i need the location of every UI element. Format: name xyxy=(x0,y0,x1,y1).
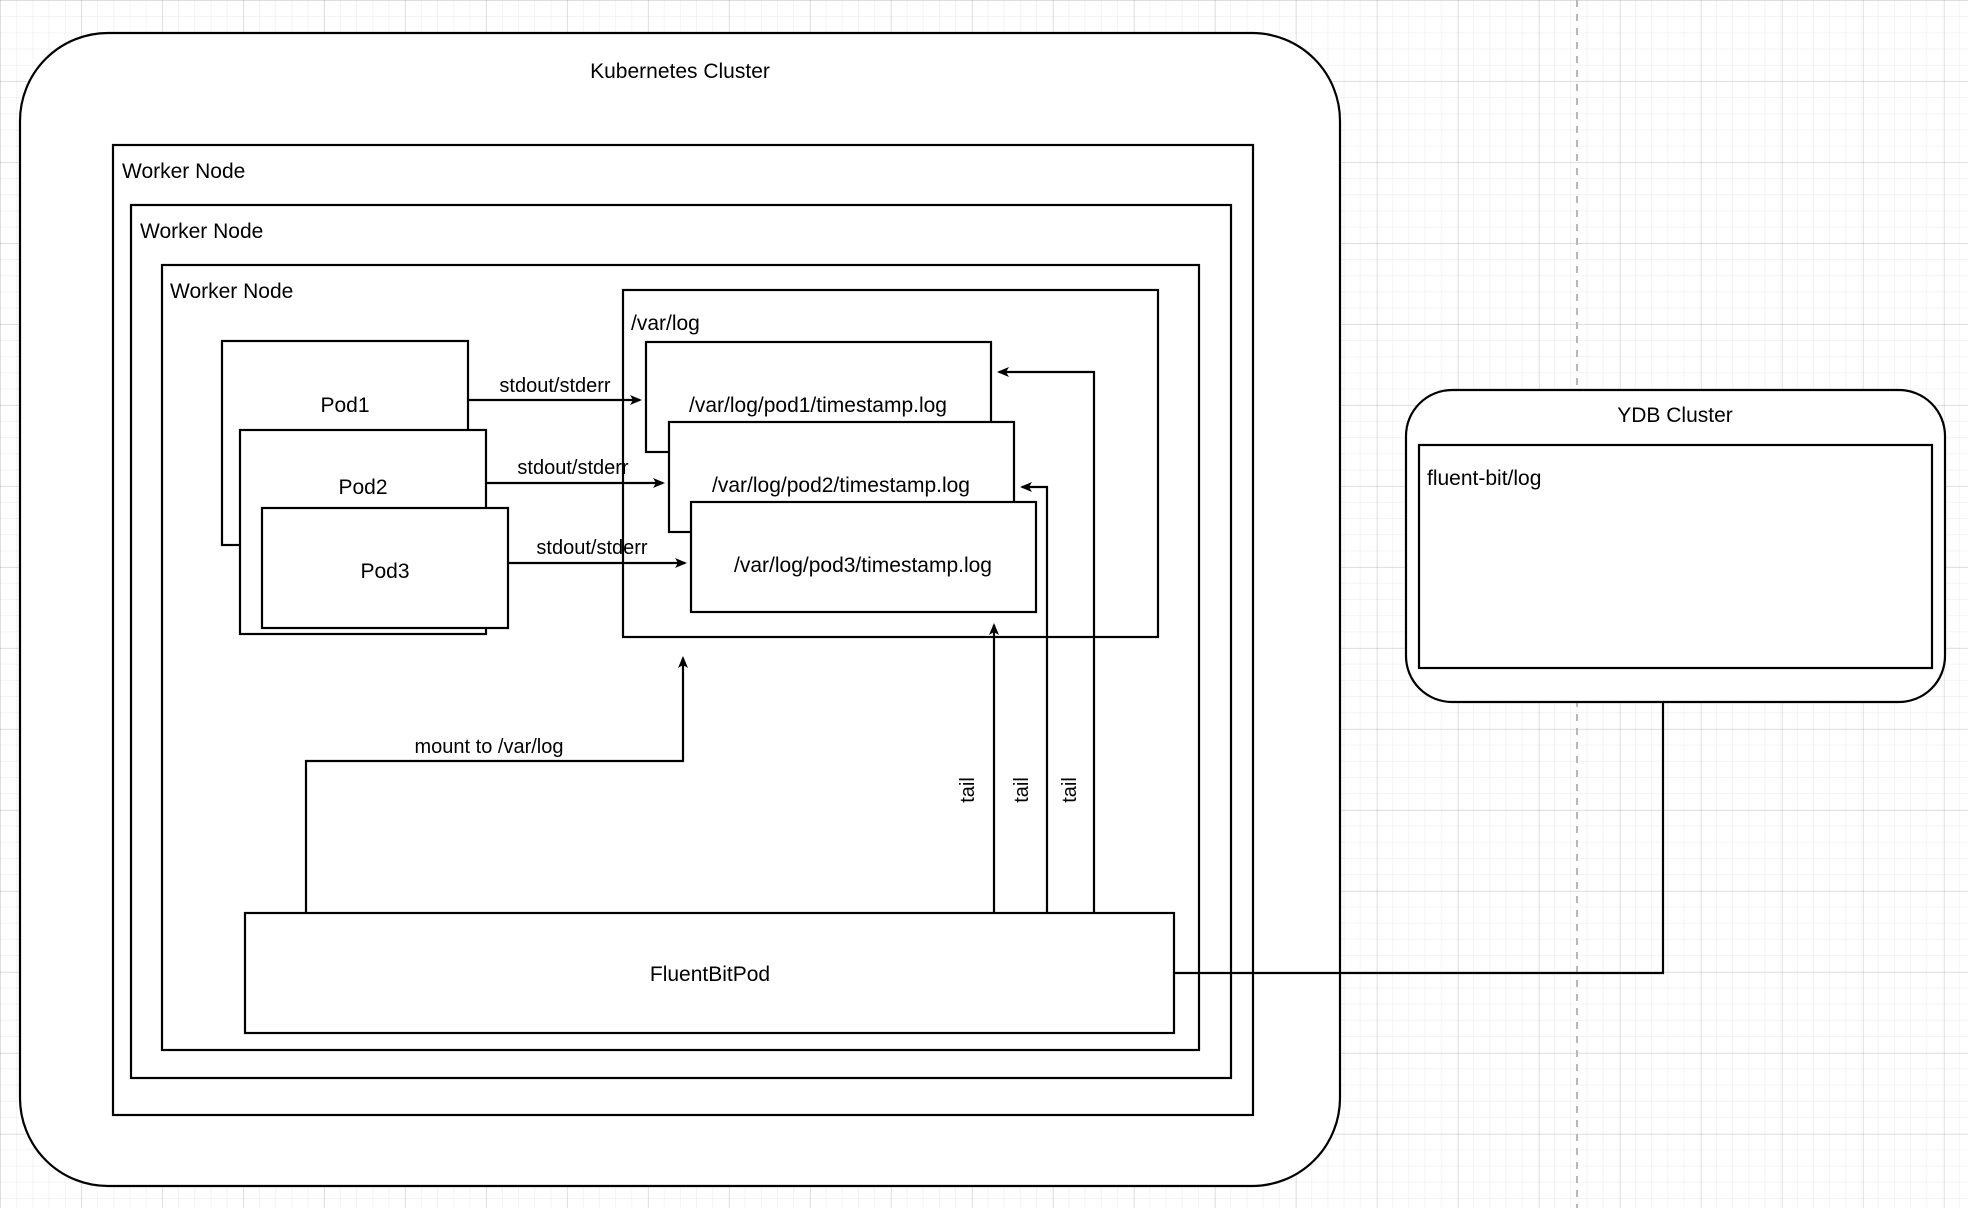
worker-node-label-1: Worker Node xyxy=(122,160,245,183)
log-file-label-2: /var/log/pod2/timestamp.log xyxy=(712,474,970,497)
edge-label-stdout-stderr-3: stdout/stderr xyxy=(536,537,648,559)
edge-label-mount: mount to /var/log xyxy=(415,736,564,758)
pod-label-3: Pod3 xyxy=(360,560,409,583)
ydb-cluster-label: YDB Cluster xyxy=(1617,404,1733,427)
fluentbit-pod-box[interactable] xyxy=(243,911,1176,1035)
edge-label-stdout-stderr-1: stdout/stderr xyxy=(499,375,611,397)
edge-label-tail-3: tail xyxy=(957,777,979,803)
ydb-table-box[interactable] xyxy=(1417,443,1934,670)
edge-label-tail-1: tail xyxy=(1059,777,1081,803)
edge-label-tail-2: tail xyxy=(1011,777,1033,803)
edge-label-stdout-stderr-2: stdout/stderr xyxy=(517,457,629,479)
edge-mount-to-varlog xyxy=(304,656,688,913)
worker-node-label-3: Worker Node xyxy=(170,280,293,303)
var-log-label: /var/log xyxy=(631,312,700,335)
edge-tail-2 xyxy=(1020,482,1049,913)
edge-fluentbit-to-ydb xyxy=(1174,691,1668,975)
log-file-box-3[interactable] xyxy=(689,500,1038,614)
log-file-label-3: /var/log/pod3/timestamp.log xyxy=(734,554,992,577)
fluentbit-pod-label: FluentBitPod xyxy=(650,963,770,986)
worker-node-label-2: Worker Node xyxy=(140,220,263,243)
kubernetes-cluster-label: Kubernetes Cluster xyxy=(590,60,770,83)
pod-label-1: Pod1 xyxy=(320,394,369,417)
pod-label-2: Pod2 xyxy=(338,476,387,499)
log-file-label-1: /var/log/pod1/timestamp.log xyxy=(689,394,947,417)
edge-tail-1 xyxy=(997,367,1096,913)
ydb-table-label: fluent-bit/log xyxy=(1427,467,1541,490)
pod-box-3[interactable] xyxy=(260,506,510,630)
